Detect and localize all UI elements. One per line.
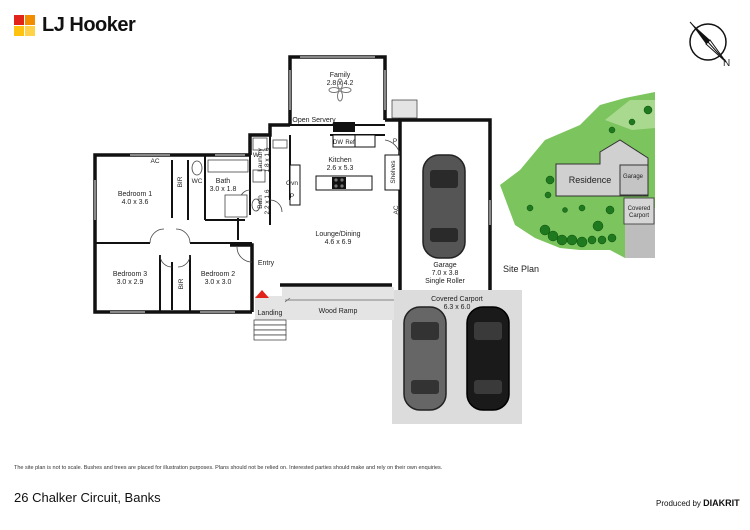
site-carport-label-2: Carport	[629, 213, 649, 219]
ovn-label: Ovn	[286, 180, 298, 187]
produced-by: Produced by DIAKRIT	[656, 498, 740, 508]
bedroom2-size: 3.0 x 3.0	[205, 279, 232, 286]
laundry-sink	[272, 139, 288, 149]
dw-label: DW	[333, 140, 343, 146]
carport-car-black-icon	[466, 306, 510, 411]
doors	[149, 139, 401, 268]
site-garage-label: Garage	[623, 174, 644, 180]
lounge-size: 4.6 x 6.9	[325, 239, 352, 246]
garage-name: Garage	[433, 262, 456, 269]
bedroom1-name: Bedroom 1	[118, 191, 152, 198]
disclaimer-text: The site plan is not to scale. Bushes an…	[14, 465, 443, 471]
p-garage-label: P	[393, 138, 397, 145]
wood-ramp-edges	[284, 297, 394, 303]
shelves	[384, 154, 401, 191]
wood-ramp-label: Wood Ramp	[319, 308, 358, 315]
bedroom1-size: 4.0 x 3.6	[122, 199, 149, 206]
site-trees	[526, 105, 653, 248]
windows	[94, 56, 491, 313]
wc-label: WC	[192, 178, 203, 185]
ac-bedroom1-label: AC	[150, 158, 159, 165]
ceiling-fan-icon	[328, 78, 352, 102]
w-label: W	[253, 152, 260, 159]
bath-size: 3.0 x 1.8	[210, 186, 237, 193]
brand-name: LJ Hooker	[42, 14, 136, 36]
family-size: 2.8 x 4.2	[327, 80, 354, 87]
carport-name: Covered Carport	[431, 296, 483, 303]
refrigerator	[354, 134, 376, 148]
brand-logo: LJ Hooker	[14, 14, 136, 37]
laundry-tub	[252, 169, 266, 183]
landing-floor	[255, 296, 285, 322]
site-carport-label-1: Covered	[628, 206, 651, 212]
bedroom3-size: 3.0 x 2.9	[117, 279, 144, 286]
site-carport	[623, 197, 655, 225]
rear-steps	[391, 99, 418, 119]
landing-label: Landing	[258, 310, 283, 317]
site-garage	[619, 164, 649, 196]
carport-size: 6.3 x 6.0	[444, 304, 471, 311]
logo-square-red	[14, 14, 24, 25]
laundry-name: Laundry	[257, 148, 264, 172]
interior-walls	[95, 120, 401, 312]
cooktop-burners	[334, 178, 344, 188]
kitchen-bench-dark	[333, 122, 355, 132]
site-residence-label: Residence	[569, 175, 612, 185]
bir1-label: BIR	[177, 176, 184, 187]
kitchen-size: 2.6 x 5.3	[327, 165, 354, 172]
bath-name: Bath	[216, 178, 231, 185]
toilet-icon	[191, 160, 203, 176]
landing-steps	[253, 319, 287, 341]
bir2-label: BIR	[178, 278, 185, 289]
property-address: 26 Chalker Circuit, Banks	[14, 490, 161, 505]
entry-marker-icon	[255, 290, 269, 298]
produced-by-label: Produced by	[656, 499, 701, 508]
ref-label: Ref	[345, 140, 355, 146]
carport-car-grey-icon	[403, 306, 447, 411]
garage-car-icon	[422, 154, 466, 259]
washing-machine	[252, 137, 268, 151]
logo-square-gold	[25, 25, 35, 36]
bedroom2-name: Bedroom 2	[201, 271, 235, 278]
lounge-name: Lounge/Dining	[315, 231, 360, 238]
bath2-size: 2.2 x 1.6	[264, 189, 271, 214]
kitchen-name: Kitchen	[328, 157, 351, 164]
bathtub	[207, 159, 249, 173]
producer-name: DIAKRIT	[703, 498, 740, 508]
garage-size: 7.0 x 3.8	[432, 270, 459, 277]
site-plan-label: Site Plan	[503, 264, 540, 274]
shelves-label: Shelves	[390, 160, 397, 184]
ac-lounge-label: AC	[393, 205, 400, 214]
compass-north-label: N	[723, 58, 731, 69]
garage-door-label: Single Roller	[425, 278, 465, 285]
site-rear-lawn	[605, 100, 655, 130]
toilet-icon	[251, 198, 261, 212]
p-kitchen-label: P	[290, 193, 294, 200]
laundry-size: 1.8 x 1.6	[264, 147, 271, 172]
shower	[224, 194, 248, 218]
wood-ramp-floor	[282, 287, 394, 320]
entry-label: Entry	[258, 260, 275, 267]
bath2-name: Bath	[257, 195, 264, 209]
lj-hooker-logo-mark	[14, 14, 36, 37]
family-name: Family	[330, 72, 351, 79]
bedroom3-name: Bedroom 3	[113, 271, 147, 278]
logo-square-orange	[25, 14, 35, 25]
open-servery-label: Open Servery	[292, 117, 336, 124]
logo-square-yellow	[14, 25, 24, 36]
oven-pantry-cabinet	[289, 164, 301, 206]
